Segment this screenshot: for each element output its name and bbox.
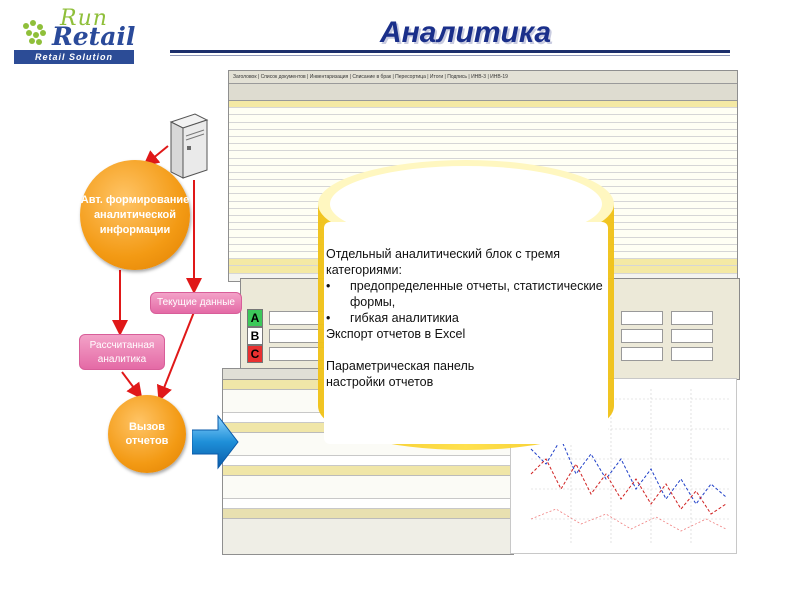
- report-values: [223, 456, 513, 466]
- table-row: [229, 101, 737, 109]
- table-row: [229, 151, 737, 159]
- auto-analytics-circle: Авт. формирование аналитической информац…: [80, 160, 190, 270]
- server-icon: [169, 113, 209, 179]
- analytics-description: Отдельный аналитический блок с тремя кат…: [326, 246, 610, 390]
- chart-series-red: [530, 458, 727, 515]
- panel-field[interactable]: [671, 347, 713, 361]
- table-row: [229, 122, 737, 130]
- panel-field[interactable]: [671, 311, 713, 325]
- table-row: [229, 108, 737, 116]
- row-label-a: A: [247, 309, 263, 327]
- panel-field[interactable]: [621, 311, 663, 325]
- current-data-label: Текущие данные: [150, 292, 242, 314]
- report-call-circle[interactable]: Вызов отчетов: [108, 395, 186, 473]
- sheet-tabs: Заголовок | Список документов | Инвентар…: [229, 71, 737, 84]
- analytics-bullet: предопределенные отчеты, статистические …: [326, 278, 610, 310]
- report-total-row: [223, 509, 513, 519]
- retail-logo: Run Retail Retail Solution: [14, 6, 136, 64]
- report-row: [223, 476, 513, 499]
- param-panel-line1: Параметрическая панель: [326, 359, 475, 373]
- spacer: [326, 342, 610, 358]
- logo-tagline: Retail Solution: [14, 50, 134, 64]
- panel-field[interactable]: [621, 347, 663, 361]
- table-row: [229, 115, 737, 123]
- row-label-c: C: [247, 345, 263, 363]
- logo-run-text: Run: [60, 6, 108, 31]
- param-panel-line2: настройки отчетов: [326, 375, 434, 389]
- panel-field[interactable]: [621, 329, 663, 343]
- header-divider: [170, 50, 730, 53]
- table-row: [229, 144, 737, 152]
- calculated-analytics-label: Рассчитанная аналитика: [79, 334, 165, 370]
- excel-export-text: Экспорт отчетов в Excel: [326, 327, 466, 341]
- chart-series-blue: [530, 437, 727, 505]
- table-row: [229, 136, 737, 145]
- table-header: [229, 84, 737, 101]
- analytics-intro: Отдельный аналитический блок с тремя кат…: [326, 247, 561, 277]
- logo-retail-text: Retail: [52, 22, 136, 51]
- table-row: [229, 129, 737, 137]
- report-call-label: Вызов отчетов: [125, 421, 169, 447]
- chart-series-pink: [530, 508, 727, 532]
- header-divider-thin: [170, 55, 730, 56]
- logo-dots-icon: [23, 20, 46, 45]
- analytics-categories-list: предопределенные отчеты, статистические …: [326, 278, 610, 326]
- report-values: [223, 499, 513, 509]
- big-right-arrow-icon: [192, 414, 239, 470]
- row-label-b: B: [247, 327, 263, 345]
- panel-field[interactable]: [671, 329, 713, 343]
- page-title: Аналитика: [380, 16, 552, 49]
- auto-analytics-label: Авт. формирование аналитической информац…: [80, 193, 190, 236]
- report-section-header: [223, 466, 513, 476]
- analytics-bullet: гибкая аналитикиа: [326, 310, 610, 326]
